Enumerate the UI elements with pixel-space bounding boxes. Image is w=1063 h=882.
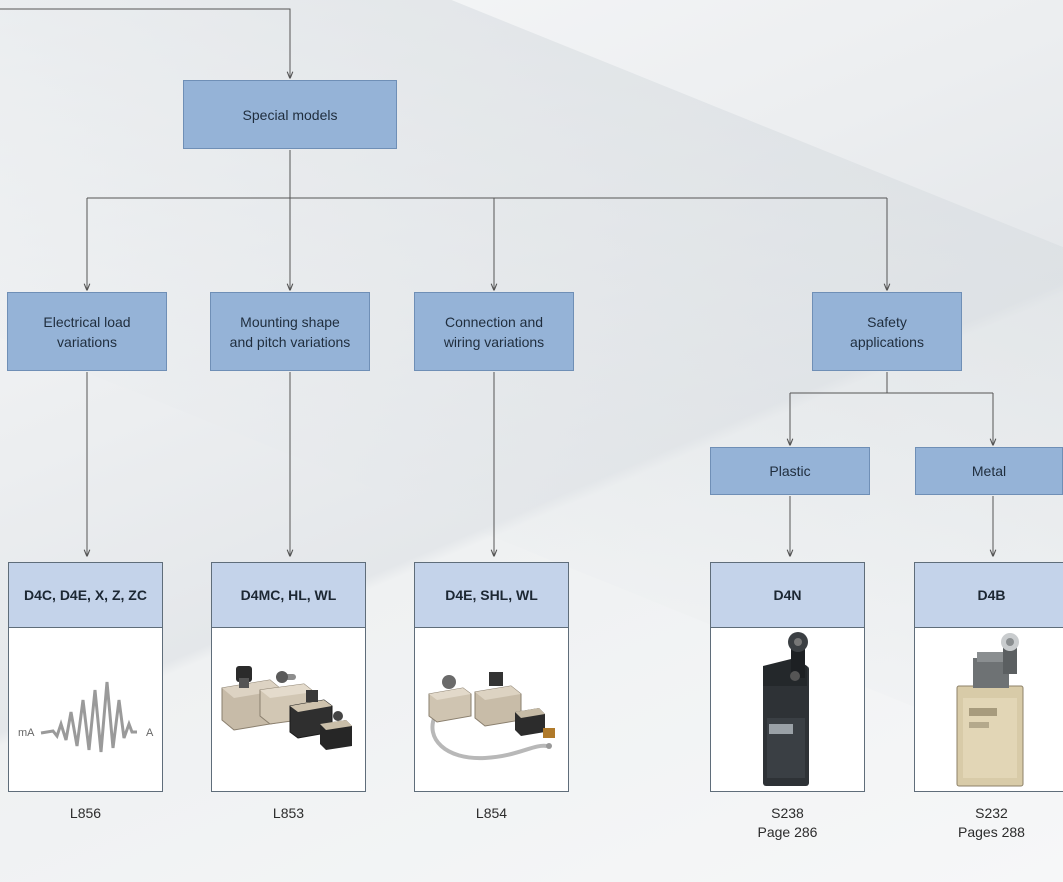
- metal-label: Metal: [972, 461, 1006, 481]
- product-ref-d4mc: L853: [211, 804, 366, 823]
- waveform-right-label: A: [146, 727, 154, 739]
- mounting-shape-label: Mounting shape and pitch variations: [230, 312, 351, 352]
- product-ref-d4n: S238 Page 286: [710, 804, 865, 842]
- product-card-d4c: D4C, D4E, X, Z, ZC mA A: [8, 562, 163, 792]
- electrical-load-box: Electrical load variations: [7, 292, 167, 371]
- product-ref-d4c: L856: [8, 804, 163, 823]
- safety-applications-box: Safety applications: [812, 292, 962, 371]
- safety-applications-label: Safety applications: [850, 312, 924, 352]
- product-ref-d4e: L854: [414, 804, 569, 823]
- product-title-d4b: D4B: [915, 563, 1063, 628]
- product-title-d4c: D4C, D4E, X, Z, ZC: [9, 563, 162, 628]
- product-card-d4mc: D4MC, HL, WL: [211, 562, 366, 792]
- mounting-shape-box: Mounting shape and pitch variations: [210, 292, 370, 371]
- special-models-label: Special models: [243, 105, 338, 125]
- product-card-d4n: D4N: [710, 562, 865, 792]
- product-ref-d4b: S232 Pages 288: [914, 804, 1063, 842]
- special-models-box: Special models: [183, 80, 397, 149]
- plastic-label: Plastic: [769, 461, 810, 481]
- connection-wiring-box: Connection and wiring variations: [414, 292, 574, 371]
- waveform-icon: mA A: [9, 628, 162, 792]
- connection-wiring-label: Connection and wiring variations: [444, 312, 544, 352]
- product-title-d4mc: D4MC, HL, WL: [212, 563, 365, 628]
- plastic-safety-switch-image: [711, 628, 864, 792]
- product-title-d4e: D4E, SHL, WL: [415, 563, 568, 628]
- waveform-line: [41, 682, 137, 752]
- product-card-d4b: D4B: [914, 562, 1063, 792]
- plastic-box: Plastic: [710, 447, 870, 495]
- metal-box: Metal: [915, 447, 1063, 495]
- electrical-load-label: Electrical load variations: [43, 312, 130, 352]
- metal-safety-switch-image: [915, 628, 1063, 792]
- product-card-d4e: D4E, SHL, WL: [414, 562, 569, 792]
- limit-switch-set-image: [212, 628, 365, 792]
- product-title-d4n: D4N: [711, 563, 864, 628]
- waveform-left-label: mA: [18, 727, 35, 739]
- wired-switch-set-image: [415, 628, 568, 792]
- arrow-into-special-models: [0, 9, 290, 78]
- waveform-graphic: mA A: [9, 628, 162, 792]
